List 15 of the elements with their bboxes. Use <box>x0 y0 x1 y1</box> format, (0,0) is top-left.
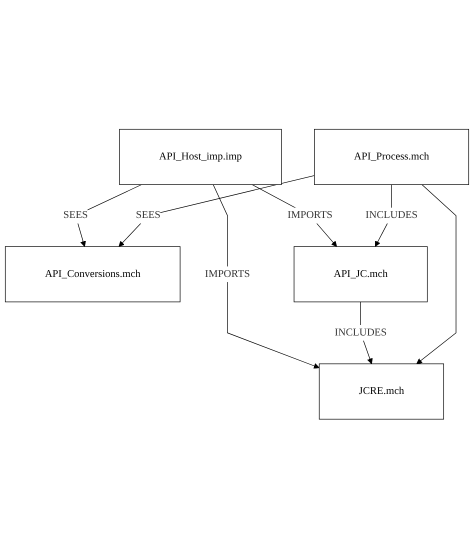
edge-label: INCLUDES <box>365 209 418 221</box>
node-box: API_JC.mch <box>294 246 428 302</box>
arrow <box>252 184 337 247</box>
edge-label: SEES <box>63 209 88 221</box>
node-box: JCRE.mch <box>318 363 444 420</box>
edge-label: IMPORTS <box>204 268 250 280</box>
node-box: API_Conversions.mch <box>4 246 180 302</box>
edge-label: INCLUDES <box>334 326 387 338</box>
arrow <box>212 184 320 368</box>
node-box: API_Host_imp.imp <box>119 128 282 185</box>
arrow <box>118 174 315 247</box>
edge-label: IMPORTS <box>287 209 333 221</box>
arrow <box>416 184 456 364</box>
node-box: API_Process.mch <box>314 128 470 185</box>
edge-label: SEES <box>136 209 161 221</box>
